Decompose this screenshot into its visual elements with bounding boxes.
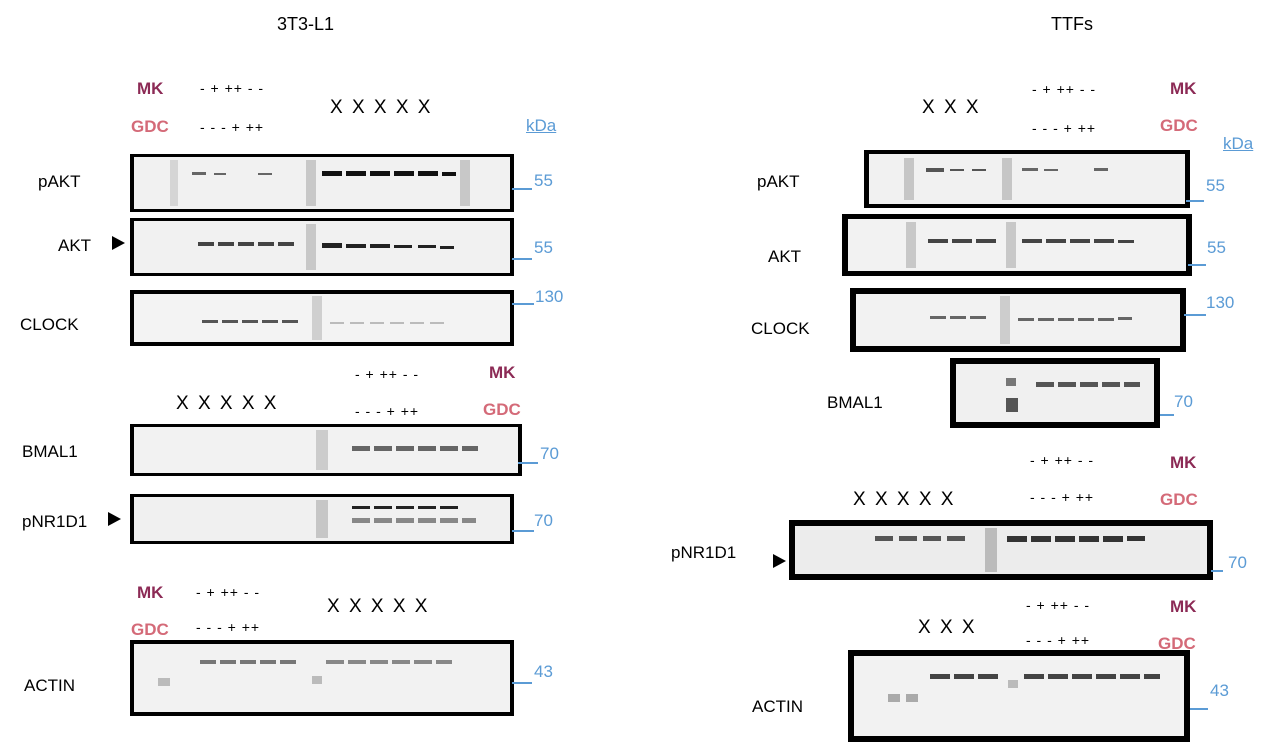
blot-akt [130,218,514,276]
arrow-pnr1d1-icon [108,512,121,526]
blot-bmal1 [130,424,522,476]
r-x-markers: X X X [922,97,981,118]
r-blot-akt [842,214,1192,276]
gdc-signs-2: - - - + ++ [355,403,420,419]
marker-tick-pnr1d1 [512,530,534,532]
r-x-markers-3: X X X [918,617,977,638]
r-blot-pnr1d1 [789,520,1213,580]
r-gdc-signs: - - - + ++ [1032,120,1097,136]
r-blot-actin [848,650,1190,742]
r-protein-label-pnr1d1: pNR1D1 [671,543,737,562]
marker-tick-akt [512,258,532,260]
r-marker-tick-pnr1d1 [1211,570,1223,572]
r-protein-label-actin: ACTIN [752,697,803,716]
r-blot-clock [850,288,1186,352]
mk-signs-2: - + ++ - - [355,366,420,382]
r-mk-label: MK [1170,79,1197,98]
marker-bmal1: 70 [540,444,559,463]
r-gdc-label-2: GDC [1160,490,1198,509]
r-mk-label-2: MK [1170,453,1197,472]
r-kda-header: kDa [1223,134,1254,153]
protein-label-actin: ACTIN [24,676,75,695]
blot-pakt [130,154,514,212]
kda-header: kDa [526,116,557,135]
r-marker-tick-actin [1190,708,1208,710]
r-mk-signs-3: - + ++ - - [1026,597,1091,613]
marker-akt: 55 [534,238,553,257]
r-protein-label-clock: CLOCK [751,319,810,338]
gdc-label-2: GDC [483,400,521,419]
r-arrow-pnr1d1-icon [773,554,786,568]
protein-label-pnr1d1: pNR1D1 [22,512,88,531]
r-gdc-signs-2: - - - + ++ [1030,489,1095,505]
marker-actin: 43 [534,662,553,681]
r-marker-actin: 43 [1210,681,1229,700]
protein-label-bmal1: BMAL1 [22,442,78,461]
x-markers-2: X X X X X [176,393,279,414]
blot-pnr1d1 [130,494,514,544]
r-marker-akt: 55 [1207,238,1226,257]
r-marker-tick-pakt [1186,200,1204,202]
arrow-akt-icon [112,236,125,250]
r-marker-tick-akt [1188,264,1206,266]
left-panel-title: 3T3-L1 [277,14,335,34]
marker-tick-actin [512,682,532,684]
r-marker-clock: 130 [1206,293,1235,312]
r-gdc-label: GDC [1160,116,1198,135]
r-marker-pakt: 55 [1206,176,1225,195]
r-marker-bmal1: 70 [1174,392,1193,411]
gdc-label: GDC [131,117,169,136]
mk-label-3: MK [137,583,164,602]
right-panel-title: TTFs [1051,14,1093,34]
marker-tick-pakt [512,188,532,190]
protein-label-pakt: pAKT [38,172,81,191]
gdc-signs: - - - + ++ [200,119,265,135]
protein-label-clock: CLOCK [20,315,79,334]
r-gdc-label-3: GDC [1158,634,1196,653]
r-protein-label-bmal1: BMAL1 [827,393,883,412]
protein-label-akt: AKT [58,236,92,255]
mk-signs: - + ++ - - [200,80,265,96]
gdc-label-3: GDC [131,620,169,639]
x-markers: X X X X X [330,97,433,118]
r-mk-signs-2: - + ++ - - [1030,452,1095,468]
r-marker-pnr1d1: 70 [1228,553,1247,572]
marker-tick-clock [512,303,534,305]
r-x-markers-2: X X X X X [853,489,956,510]
blot-clock [130,290,514,346]
marker-pakt: 55 [534,171,553,190]
r-blot-pakt [864,150,1190,208]
marker-tick-bmal1 [518,462,538,464]
mk-label-2: MK [489,363,516,382]
marker-pnr1d1: 70 [534,511,553,530]
blot-actin [130,640,514,716]
mk-signs-3: - + ++ - - [196,584,261,600]
x-markers-3: X X X X X [327,596,430,617]
r-protein-label-pakt: pAKT [757,172,800,191]
mk-label: MK [137,79,164,98]
r-marker-tick-bmal1 [1160,414,1174,416]
r-blot-bmal1 [950,358,1160,428]
r-mk-signs: - + ++ - - [1032,81,1097,97]
r-marker-tick-clock [1184,314,1206,316]
marker-clock: 130 [535,287,564,306]
r-protein-label-akt: AKT [768,247,802,266]
gdc-signs-3: - - - + ++ [196,619,261,635]
r-gdc-signs-3: - - - + ++ [1026,632,1091,648]
r-mk-label-3: MK [1170,597,1197,616]
